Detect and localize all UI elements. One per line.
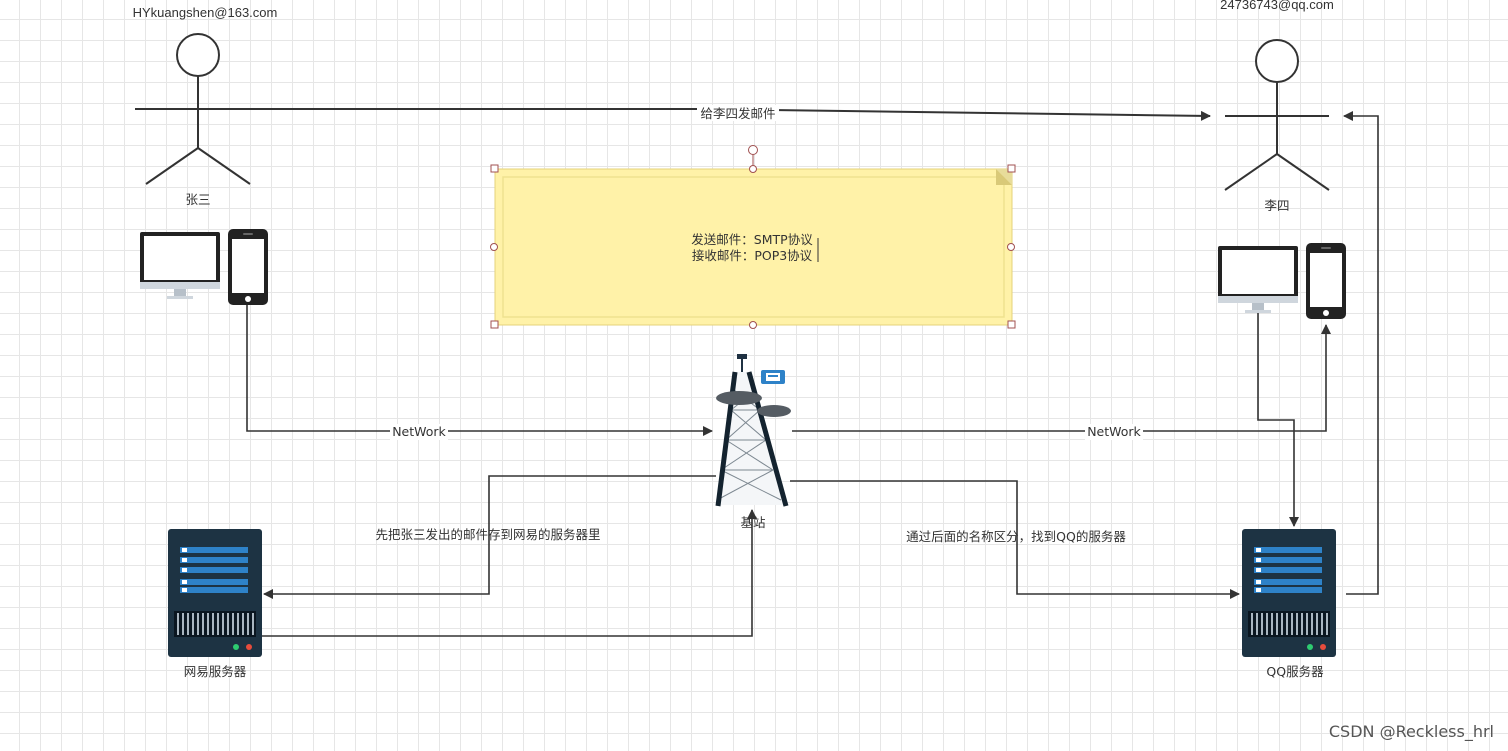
label-send-mail: 给李四发邮件: [700, 106, 775, 121]
note-line-2: 接收邮件：POP3协议: [692, 248, 813, 263]
label-network-right: NetWork: [1087, 424, 1141, 439]
edge-tower-to-receiver-phone[interactable]: [792, 324, 1331, 432]
server-163-icon[interactable]: [167, 528, 263, 658]
note-line-1: 发送邮件：SMTP协议: [691, 232, 813, 247]
protocol-note[interactable]: [490, 145, 1016, 329]
server-163-label: 网易服务器: [184, 664, 247, 679]
actor-sender[interactable]: [145, 33, 251, 185]
receiver-monitor-icon[interactable]: [1218, 246, 1298, 313]
edge-send-mail[interactable]: [135, 108, 1211, 121]
receiver-email: 24736743@qq.com: [1220, 0, 1334, 12]
receiver-name: 李四: [1264, 198, 1289, 213]
sender-email: HYkuangshen@163.com: [133, 5, 278, 20]
edge-163-server-to-tower[interactable]: [262, 509, 757, 637]
tower-label: 基站: [740, 515, 765, 530]
edge-phone-to-tower[interactable]: [246, 305, 713, 436]
actor-receiver[interactable]: [1224, 39, 1330, 191]
sender-monitor-icon[interactable]: [140, 232, 220, 299]
edge-monitor-to-qq-server[interactable]: [1257, 312, 1299, 527]
sender-phone-icon[interactable]: [228, 229, 268, 305]
edge-qq-server-to-receiver[interactable]: [1343, 111, 1379, 595]
watermark: CSDN @Reckless_hrl: [1328, 722, 1494, 741]
receiver-phone-icon[interactable]: [1306, 243, 1346, 319]
label-route-qq: 通过后面的名称区分，找到QQ的服务器: [906, 529, 1126, 544]
server-qq-label: QQ服务器: [1266, 664, 1324, 679]
sender-name: 张三: [185, 192, 210, 207]
tower-icon[interactable]: [715, 354, 791, 507]
edge-tower-to-qq-server[interactable]: [790, 480, 1240, 599]
label-network-left: NetWork: [392, 424, 446, 439]
edge-tower-to-163-server[interactable]: [263, 475, 716, 599]
server-qq-icon[interactable]: [1241, 528, 1337, 658]
label-store-163: 先把张三发出的邮件存到网易的服务器里: [375, 527, 600, 542]
